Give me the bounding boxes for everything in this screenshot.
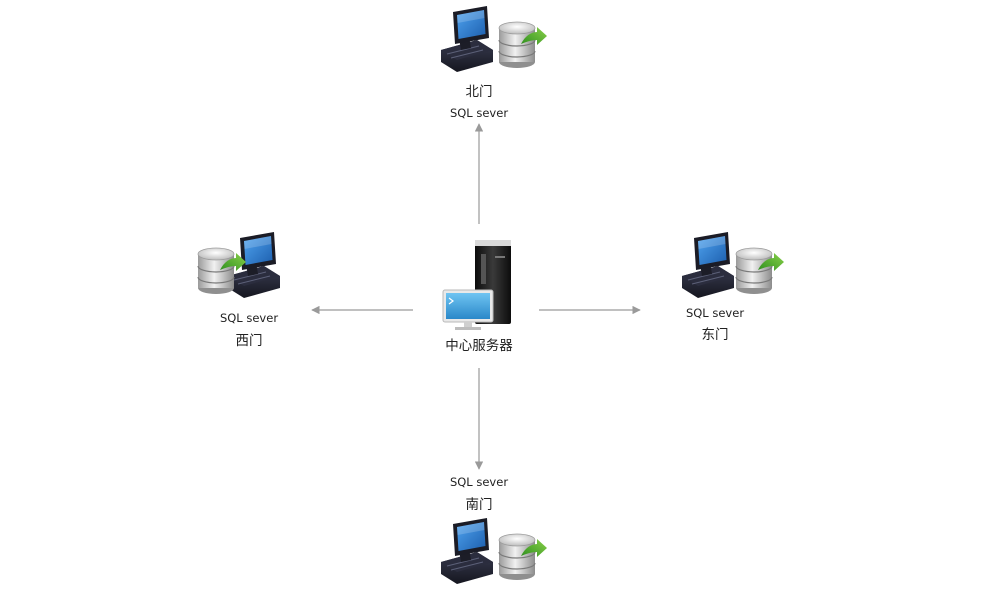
west-station-name: 西门 (235, 333, 263, 349)
north-station-icon (440, 5, 547, 73)
south-database-label: SQL sever (449, 475, 509, 489)
west-station-icon (197, 231, 281, 299)
west-database-label: SQL sever (219, 311, 279, 325)
east-station-name: 东门 (701, 327, 729, 343)
south-station-icon (440, 517, 547, 585)
center-server-icon (442, 240, 511, 330)
north-database-label: SQL sever (449, 106, 509, 120)
north-station-name: 北门 (465, 84, 493, 100)
east-database-label: SQL sever (685, 306, 745, 320)
east-station-icon (681, 231, 784, 299)
south-station-name: 南门 (465, 497, 493, 513)
center-server-label: 中心服务器 (445, 338, 513, 354)
